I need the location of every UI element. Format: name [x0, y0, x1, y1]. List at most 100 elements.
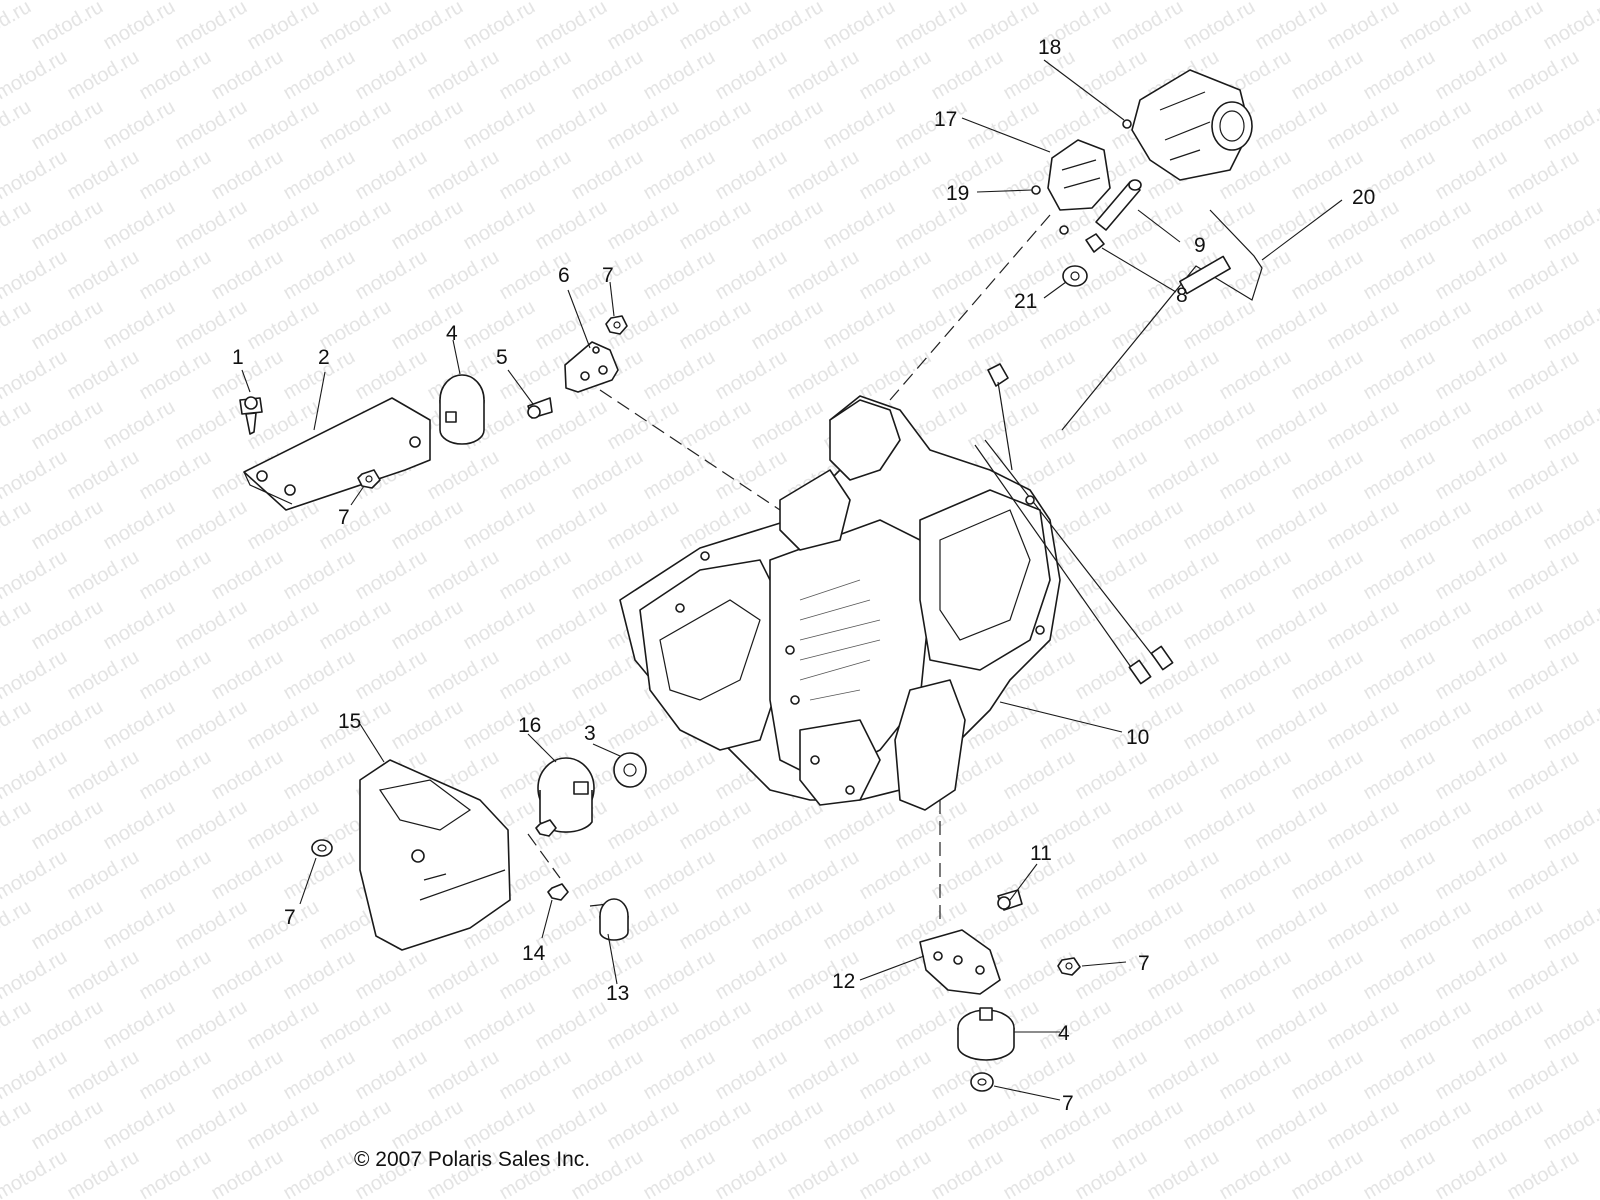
- throttle-cable-part-20: [1061, 209, 1263, 431]
- watermark-text: motod.ru: [208, 746, 287, 805]
- watermark-text: motod.ru: [100, 696, 179, 755]
- watermark-text: motod.ru: [1504, 946, 1583, 1005]
- bracket-part-15: [359, 759, 511, 951]
- watermark-text: motod.ru: [172, 396, 251, 455]
- watermark-text: motod.ru: [1144, 746, 1223, 805]
- watermark-text: motod.ru: [136, 46, 215, 105]
- watermark-text: motod.ru: [676, 896, 755, 955]
- watermark-text: motod.ru: [1468, 896, 1547, 955]
- watermark-text: motod.ru: [1324, 696, 1403, 755]
- watermark-text: motod.ru: [388, 96, 467, 155]
- watermark-text: motod.ru: [0, 996, 35, 1055]
- callout-5: 5: [496, 346, 508, 369]
- watermark-text: motod.ru: [1396, 0, 1475, 54]
- callout-7-bottom: 7: [1062, 1092, 1074, 1115]
- watermark-text: motod.ru: [712, 946, 791, 1005]
- watermark-text: motod.ru: [820, 0, 899, 54]
- watermark-text: motod.ru: [676, 796, 755, 855]
- watermark-text: motod.ru: [1252, 96, 1331, 155]
- watermark-text: motod.ru: [280, 1146, 359, 1200]
- watermark-text: motod.ru: [928, 46, 1007, 105]
- watermark-text: motod.ru: [1360, 746, 1439, 805]
- watermark-text: motod.ru: [1324, 0, 1403, 54]
- watermark-text: motod.ru: [1432, 346, 1511, 405]
- watermark-text: motod.ru: [1540, 896, 1600, 955]
- watermark-text: motod.ru: [172, 996, 251, 1055]
- watermark-text: motod.ru: [136, 0, 215, 4]
- watermark-text: motod.ru: [1396, 96, 1475, 155]
- watermark-text: motod.ru: [244, 0, 323, 54]
- watermark-text: motod.ru: [496, 446, 575, 505]
- watermark-text: motod.ru: [388, 0, 467, 54]
- watermark-text: motod.ru: [280, 946, 359, 1005]
- watermark-text: motod.ru: [676, 996, 755, 1055]
- watermark-text: motod.ru: [64, 146, 143, 205]
- callout-labels: 1 2 3 4 4 5 6 7 7 7 7 7 8 9 10 11 12 13 …: [232, 36, 1375, 1115]
- watermark-text: motod.ru: [532, 496, 611, 555]
- watermark-text: motod.ru: [136, 1046, 215, 1105]
- watermark-text: motod.ru: [1504, 1146, 1583, 1200]
- watermark-text: motod.ru: [1036, 1096, 1115, 1155]
- watermark-text: motod.ru: [640, 346, 719, 405]
- callout-4-lower: 4: [1058, 1022, 1070, 1045]
- watermark-text: motod.ru: [316, 196, 395, 255]
- rubber-mount-part-4-upper: [439, 374, 485, 445]
- watermark-text: motod.ru: [1396, 596, 1475, 655]
- watermark-text: motod.ru: [496, 1046, 575, 1105]
- watermark-text: motod.ru: [100, 96, 179, 155]
- watermark-text: motod.ru: [424, 546, 503, 605]
- watermark-text: motod.ru: [1036, 996, 1115, 1055]
- watermark-text: motod.ru: [100, 1196, 179, 1200]
- watermark-text: motod.ru: [280, 0, 359, 4]
- watermark-text: motod.ru: [208, 146, 287, 205]
- watermark-text: motod.ru: [100, 296, 179, 355]
- watermark-text: motod.ru: [748, 996, 827, 1055]
- watermark-text: motod.ru: [1504, 246, 1583, 305]
- watermark-text: motod.ru: [1288, 746, 1367, 805]
- watermark-text: motod.ru: [1288, 346, 1367, 405]
- watermark-text: motod.ru: [640, 146, 719, 205]
- watermark-text: motod.ru: [0, 1146, 71, 1200]
- watermark-text: motod.ru: [820, 996, 899, 1055]
- watermark-text: motod.ru: [1288, 546, 1367, 605]
- watermark-text: motod.ru: [172, 796, 251, 855]
- clamp-part-8: [1085, 233, 1105, 253]
- watermark-text: motod.ru: [1216, 1146, 1295, 1200]
- watermark-text: motod.ru: [1540, 1196, 1600, 1200]
- watermark-text: motod.ru: [460, 96, 539, 155]
- watermark-text: motod.ru: [28, 1096, 107, 1155]
- watermark-text: motod.ru: [1288, 246, 1367, 305]
- callout-11: 11: [1030, 842, 1052, 865]
- watermark-text: motod.ru: [1216, 746, 1295, 805]
- callout-7-lower-left: 7: [284, 906, 296, 929]
- watermark-text: motod.ru: [100, 796, 179, 855]
- watermark-text: motod.ru: [208, 646, 287, 705]
- watermark-text: motod.ru: [1180, 396, 1259, 455]
- watermark-text: motod.ru: [1144, 946, 1223, 1005]
- watermark-text: motod.ru: [0, 846, 71, 905]
- watermark-text: motod.ru: [1468, 96, 1547, 155]
- callout-20: 20: [1352, 186, 1375, 209]
- watermark-text: motod.ru: [784, 1146, 863, 1200]
- watermark-text: motod.ru: [532, 996, 611, 1055]
- watermark-text: motod.ru: [64, 46, 143, 105]
- watermark-text: motod.ru: [208, 1146, 287, 1200]
- watermark-text: motod.ru: [856, 346, 935, 405]
- watermark-text: motod.ru: [748, 296, 827, 355]
- watermark-text: motod.ru: [1504, 746, 1583, 805]
- watermark-text: motod.ru: [1468, 596, 1547, 655]
- watermark-text: motod.ru: [748, 896, 827, 955]
- callout-7-top: 7: [602, 264, 614, 287]
- leader-lines: [241, 59, 1343, 1101]
- watermark-text: motod.ru: [1396, 896, 1475, 955]
- watermark-text: motod.ru: [568, 146, 647, 205]
- watermark-text: motod.ru: [0, 96, 35, 155]
- nut-part-7-top: [605, 315, 628, 335]
- watermark-text: motod.ru: [784, 146, 863, 205]
- watermark-text: motod.ru: [424, 146, 503, 205]
- watermark-text: motod.ru: [676, 1096, 755, 1155]
- nut-part-14: [535, 819, 569, 901]
- watermark-text: motod.ru: [964, 1096, 1043, 1155]
- watermark-text: motod.ru: [676, 1196, 755, 1200]
- watermark-text: motod.ru: [604, 0, 683, 54]
